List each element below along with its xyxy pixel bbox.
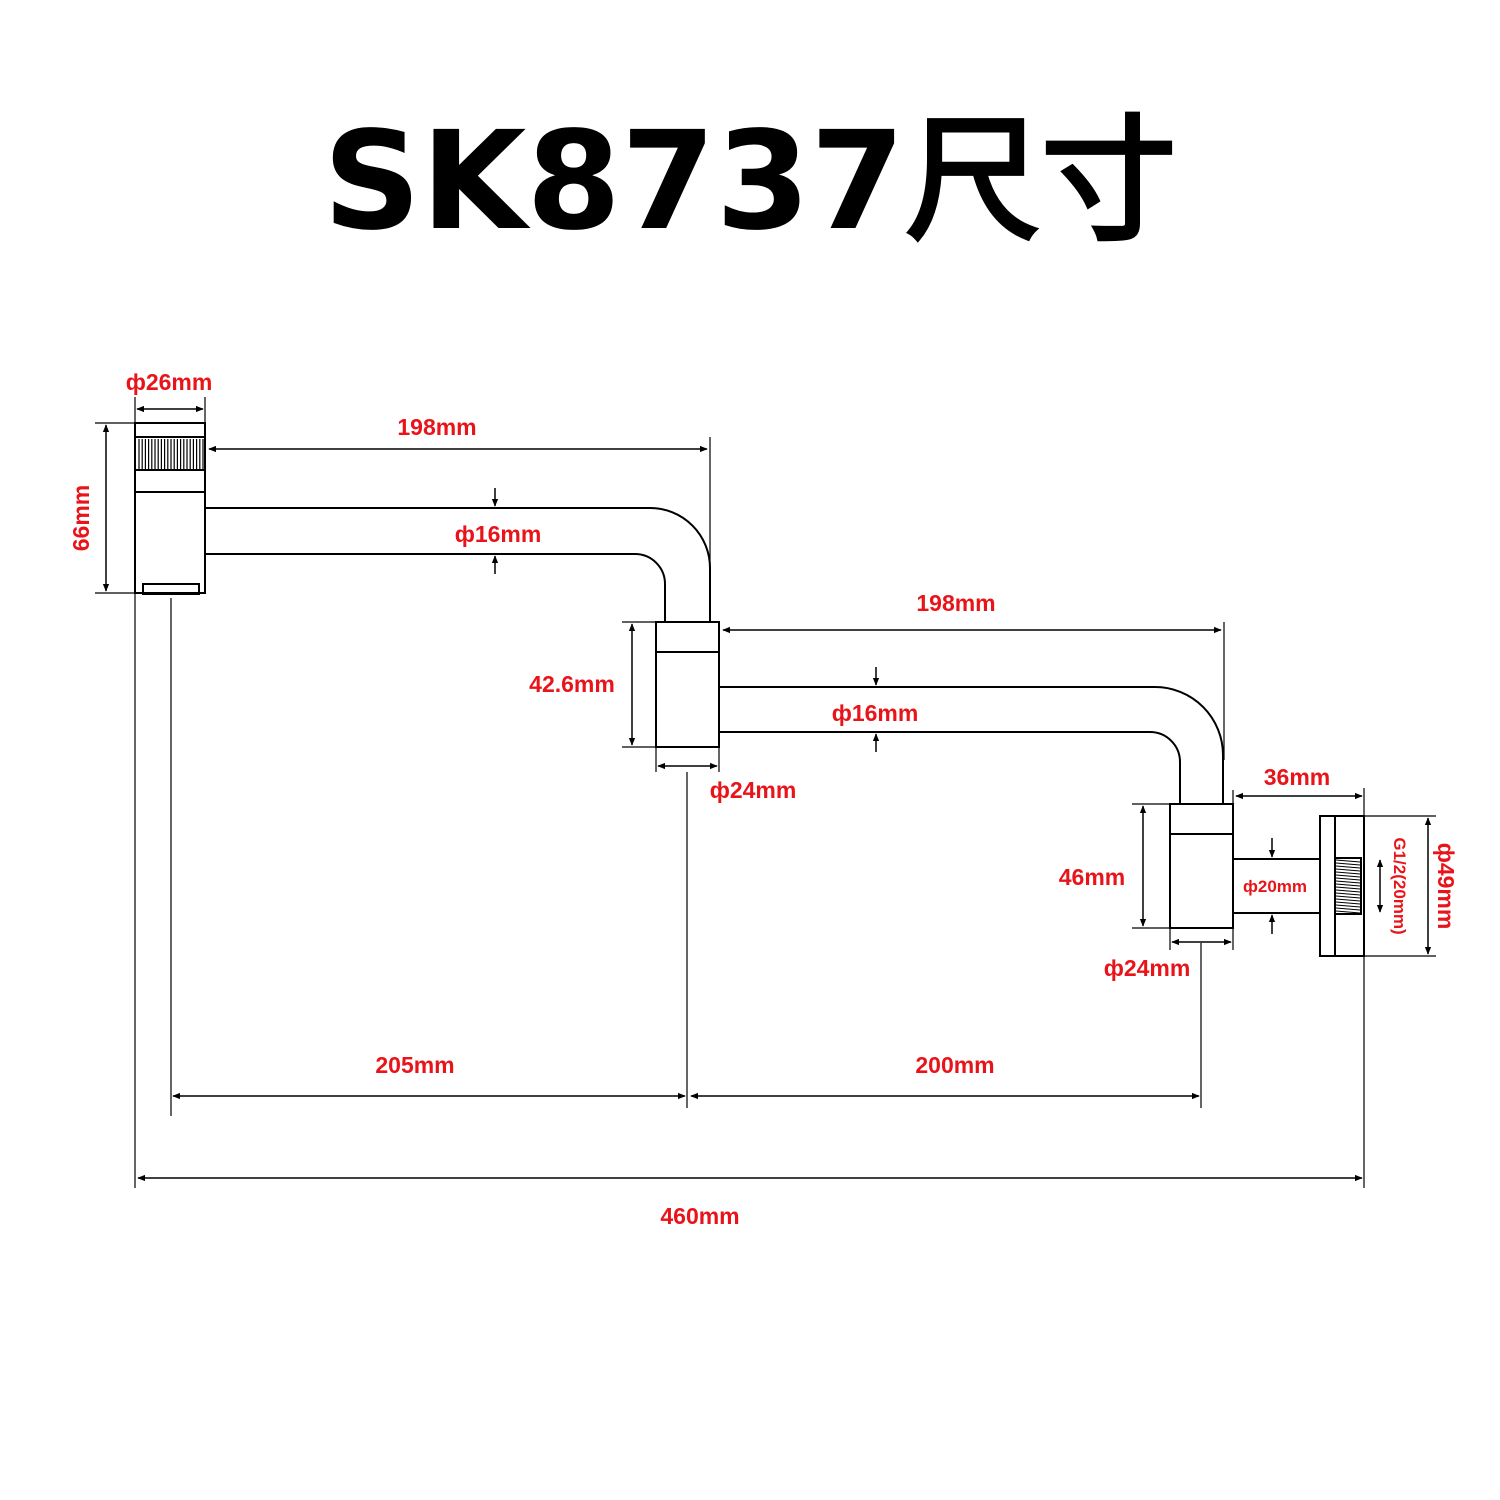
extension-lines (95, 397, 1436, 1188)
label-upper-arm-diameter: ф16mm (455, 521, 542, 547)
label-base-offset: 36mm (1264, 764, 1330, 790)
label-lower-arm-length: 198mm (916, 590, 995, 616)
page-title: SK8737尺寸 (323, 103, 1177, 261)
label-mid-joint-height: 42.6mm (529, 671, 615, 697)
label-stem-diameter: ф20mm (1243, 877, 1307, 896)
label-handle-height: 66mm (68, 485, 94, 551)
stem (1233, 858, 1320, 914)
dimension-labels: ф26mm 66mm 198mm ф16mm 42.6mm ф24mm 198m… (68, 369, 1459, 1229)
label-lower-joint-diameter: ф24mm (1104, 955, 1191, 981)
label-upper-arm-length: 198mm (397, 414, 476, 440)
thread-pattern (1335, 859, 1361, 914)
label-span-left: 205mm (375, 1052, 454, 1078)
label-handle-diameter: ф26mm (126, 369, 213, 395)
label-mid-joint-diameter: ф24mm (710, 777, 797, 803)
faucet-outline (134, 422, 1365, 957)
label-overall-length: 460mm (660, 1203, 739, 1229)
dimension-lines (102, 405, 1432, 1182)
lower-arm-tube (719, 686, 1224, 804)
lower-joint (1169, 803, 1234, 929)
middle-joint (655, 621, 720, 748)
label-lower-joint-height: 46mm (1059, 864, 1125, 890)
label-span-right: 200mm (915, 1052, 994, 1078)
knurl-pattern (138, 439, 204, 469)
label-lower-arm-diameter: ф16mm (832, 700, 919, 726)
label-thread-spec: G1/2(20mm) (1390, 837, 1409, 934)
handle-knob (134, 422, 206, 595)
label-flange-diameter: ф49mm (1433, 843, 1459, 930)
mounting-flange (1319, 815, 1365, 957)
